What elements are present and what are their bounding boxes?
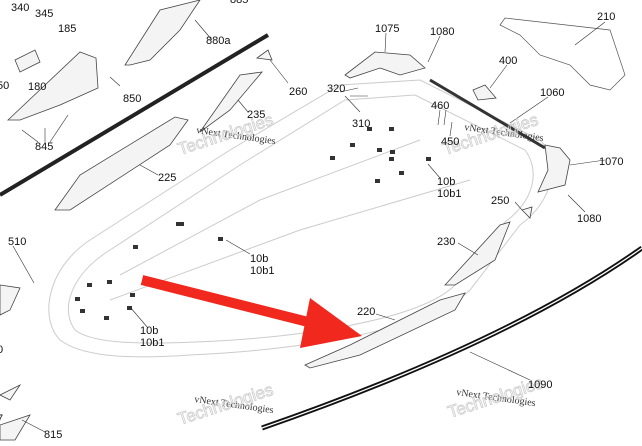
- callout-450: 450: [441, 136, 459, 148]
- callout-180: 180: [28, 81, 46, 93]
- part-260: [255, 49, 273, 61]
- callout-10b-right: 10b: [437, 176, 455, 188]
- callout-345: 345: [35, 8, 53, 20]
- callout-320: 320: [327, 83, 345, 95]
- part-510: [0, 284, 21, 316]
- rail-left: [0, 33, 270, 197]
- callout-10b1-mid: 10b1: [250, 265, 274, 277]
- callout-230: 230: [437, 236, 455, 248]
- callout-1075: 1075: [375, 23, 399, 35]
- callout-815: 815: [44, 429, 62, 441]
- callout-1070: 1070: [599, 156, 623, 168]
- callout-0: 0: [0, 344, 3, 356]
- part-250: [521, 206, 533, 219]
- hull-outline: [48, 79, 553, 358]
- callout-10b1-right: 10b1: [437, 188, 461, 200]
- part-180: [14, 49, 41, 73]
- watermarks: vNext Technologies Technologies vNext Te…: [175, 110, 546, 430]
- callout-210: 210: [597, 11, 615, 23]
- part-235: [199, 71, 263, 133]
- leader-lines: [12, 19, 606, 433]
- callout-185: 185: [58, 23, 76, 35]
- callout-885: 885: [230, 0, 248, 6]
- callout-510: 510: [8, 236, 26, 248]
- callout-10b-mid: 10b: [250, 253, 268, 265]
- callout-250: 250: [491, 195, 509, 207]
- callout-50: 50: [0, 80, 9, 92]
- callout-1060: 1060: [540, 87, 564, 99]
- fasteners: [75, 127, 431, 320]
- callout-1080-top: 1080: [430, 26, 454, 38]
- part-7: [0, 383, 22, 401]
- callout-1080-bottom: 1080: [577, 213, 601, 225]
- callout-10b-left: 10b: [140, 325, 158, 337]
- callout-260: 260: [289, 86, 307, 98]
- part-880a: [124, 0, 201, 66]
- callout-460: 460: [431, 100, 449, 112]
- part-220: [304, 292, 466, 369]
- callout-235: 235: [247, 109, 265, 121]
- part-400: [472, 84, 497, 101]
- part-815: [0, 414, 31, 441]
- part-1070: [537, 144, 571, 193]
- callout-1090: 1090: [528, 379, 552, 391]
- part-210-decal: [499, 17, 626, 91]
- part-230: [444, 221, 511, 286]
- callout-850: 850: [123, 93, 141, 105]
- callout-225: 225: [158, 172, 176, 184]
- red-arrow: [140, 275, 362, 348]
- callout-10b1-left: 10b1: [140, 337, 164, 349]
- callout-labels: 340 345 185 50 180 850 845 880a 885 260 …: [0, 0, 623, 441]
- part-1060: [429, 78, 546, 150]
- callout-880a: 880a: [206, 35, 231, 47]
- part-225: [54, 116, 189, 211]
- callout-310: 310: [352, 118, 370, 130]
- part-1075: [344, 51, 426, 79]
- part-side-panel: [6, 51, 99, 121]
- callout-7: 7: [0, 413, 3, 425]
- callout-400: 400: [499, 55, 517, 67]
- callout-340: 340: [11, 2, 29, 14]
- callout-220: 220: [357, 306, 375, 318]
- callout-845: 845: [35, 141, 53, 153]
